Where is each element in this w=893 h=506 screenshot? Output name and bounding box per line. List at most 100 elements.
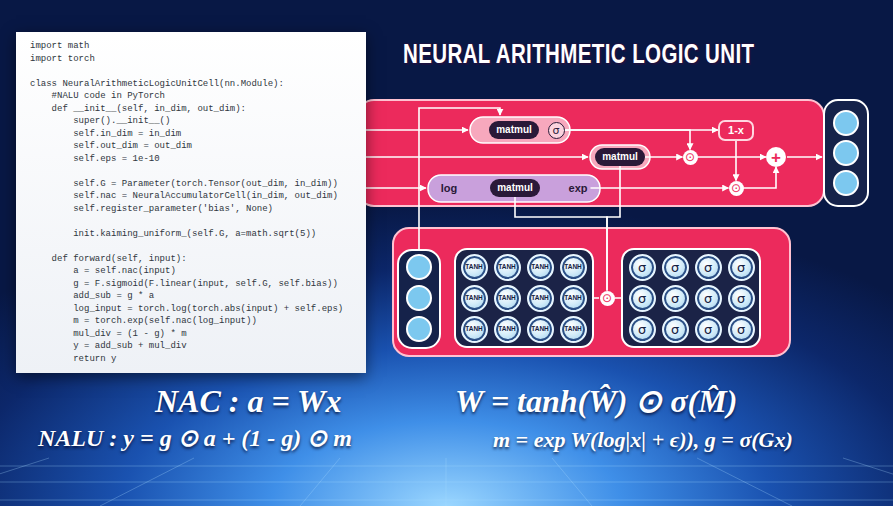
node-text: TANH [564,326,582,333]
node-text: matmul [497,182,533,194]
tanh-unit: TANH [560,316,587,343]
node-text: TANH [465,264,483,271]
sigmoid-unit: σ [695,254,722,281]
tanh-unit: TANH [461,254,488,281]
nalu-panel [358,100,824,206]
code-line: m = torch.exp(self.nac(log_input)) [30,315,358,328]
tanh-grid [455,249,593,347]
code-line: self.G = Parameter(torch.Tensor(out_dim,… [30,178,358,191]
wire [419,108,500,250]
tanh-unit: TANH [461,285,488,312]
code-line: self.eps = 1e-10 [30,153,358,166]
connector [591,187,729,189]
node-text: ⊙ [685,151,695,163]
sigmoid-unit: σ [728,285,755,312]
node-text: σ [638,323,646,336]
matmul-block: matmul [595,148,645,166]
node-text: log [441,182,458,195]
code-line: self.in_dim = in_dim [30,128,358,141]
connector [607,166,620,291]
sigmoid-unit: σ [662,285,689,312]
code-page: import mathimport torchclass NeuralArith… [16,32,366,373]
log-space-pill [428,175,600,202]
node-text: TANH [531,295,549,302]
function-label: log [438,181,461,196]
connector [735,141,737,181]
tanh-unit: TANH [527,254,554,281]
node-text: TANH [498,295,516,302]
sigmoid-circle: σ [548,122,565,139]
node-text: TANH [564,264,582,271]
input-neuron [407,317,431,341]
tanh-unit: TANH [527,316,554,343]
output-neuron [834,111,858,135]
formula: m = exp W(log|x| + ϵ)), g = σ(Gx) [493,428,793,452]
code-line: def forward(self, input): [30,253,358,266]
node-text: TANH [531,326,549,333]
code-line: super().__init__() [30,115,358,128]
code-line: self.nac = NeuralAccumulatorCell(in_dim,… [30,190,358,203]
node-text: σ [737,323,745,336]
connector [515,197,607,291]
hadamard-gate: ⊙ [600,291,615,306]
node-text: TANH [465,326,483,333]
nac-input-group [398,250,440,348]
node-text: 1-x [728,124,744,137]
sigmoid-grid [622,249,760,347]
tanh-unit: TANH [494,316,521,343]
node-text: σ [704,323,712,336]
node-text: TANH [498,264,516,271]
code-line: add_sub = g * a [30,290,358,303]
node-text: σ [671,323,679,336]
code-line: def __init__(self, in_dim, out_dim): [30,103,358,116]
input-neuron [407,286,431,310]
code-line: y = add_sub + mul_div [30,340,358,353]
wire [358,156,588,158]
node-text: σ [671,292,679,305]
node-text: TANH [498,326,516,333]
hadamard-gate: ⊙ [683,150,698,165]
sigmoid-unit: σ [629,254,656,281]
node-text: TANH [465,295,483,302]
function-label: exp [566,181,591,196]
matmul-block: matmul [489,121,539,139]
tanh-unit: TANH [527,285,554,312]
matmul-block: matmul [490,179,540,197]
code-line: mul_div = (1 - g) * m [30,328,358,341]
node-text: σ [704,292,712,305]
code-line: self.register_parameter('bias', None) [30,203,358,216]
diagram-title: NEURAL ARITHMETIC LOGIC UNIT [403,40,754,70]
node-text: exp [569,182,588,195]
hadamard-gate: ⊙ [729,181,744,196]
sigmoid-unit: σ [695,285,722,312]
node-text: matmul [602,151,638,163]
node-text: σ [737,261,745,274]
wire [787,156,822,158]
node-text: ⊙ [602,292,612,304]
sigmoid-unit: σ [629,285,656,312]
sigmoid-unit: σ [728,254,755,281]
connector [744,167,777,188]
formula: W = tanh(Ŵ) ⊙ σ(M̂) [455,384,737,419]
node-text: σ [671,261,679,274]
sigmoid-unit: σ [629,316,656,343]
code-line: class NeuralArithmeticLogicUnitCell(nn.M… [30,78,358,91]
connector [698,156,767,158]
connector [565,130,691,150]
formula: NALU : y = g ⊙ a + (1 - g) ⊙ m [38,425,352,451]
wire [358,129,468,131]
output-group [824,100,868,206]
sigmoid-unit: σ [662,316,689,343]
formula: NAC : a = Wx [155,384,342,419]
tanh-unit: TANH [560,285,587,312]
code-line: init.kaiming_uniform_(self.G, a=math.sqr… [30,228,358,241]
tanh-unit: TANH [494,285,521,312]
add-gate: + [766,147,786,167]
node-text: σ [737,292,745,305]
node-text: ⊙ [731,182,741,194]
node-text: matmul [496,124,532,136]
floor-grid [0,458,893,506]
code-line: import math [30,40,358,53]
node-text: σ [638,261,646,274]
